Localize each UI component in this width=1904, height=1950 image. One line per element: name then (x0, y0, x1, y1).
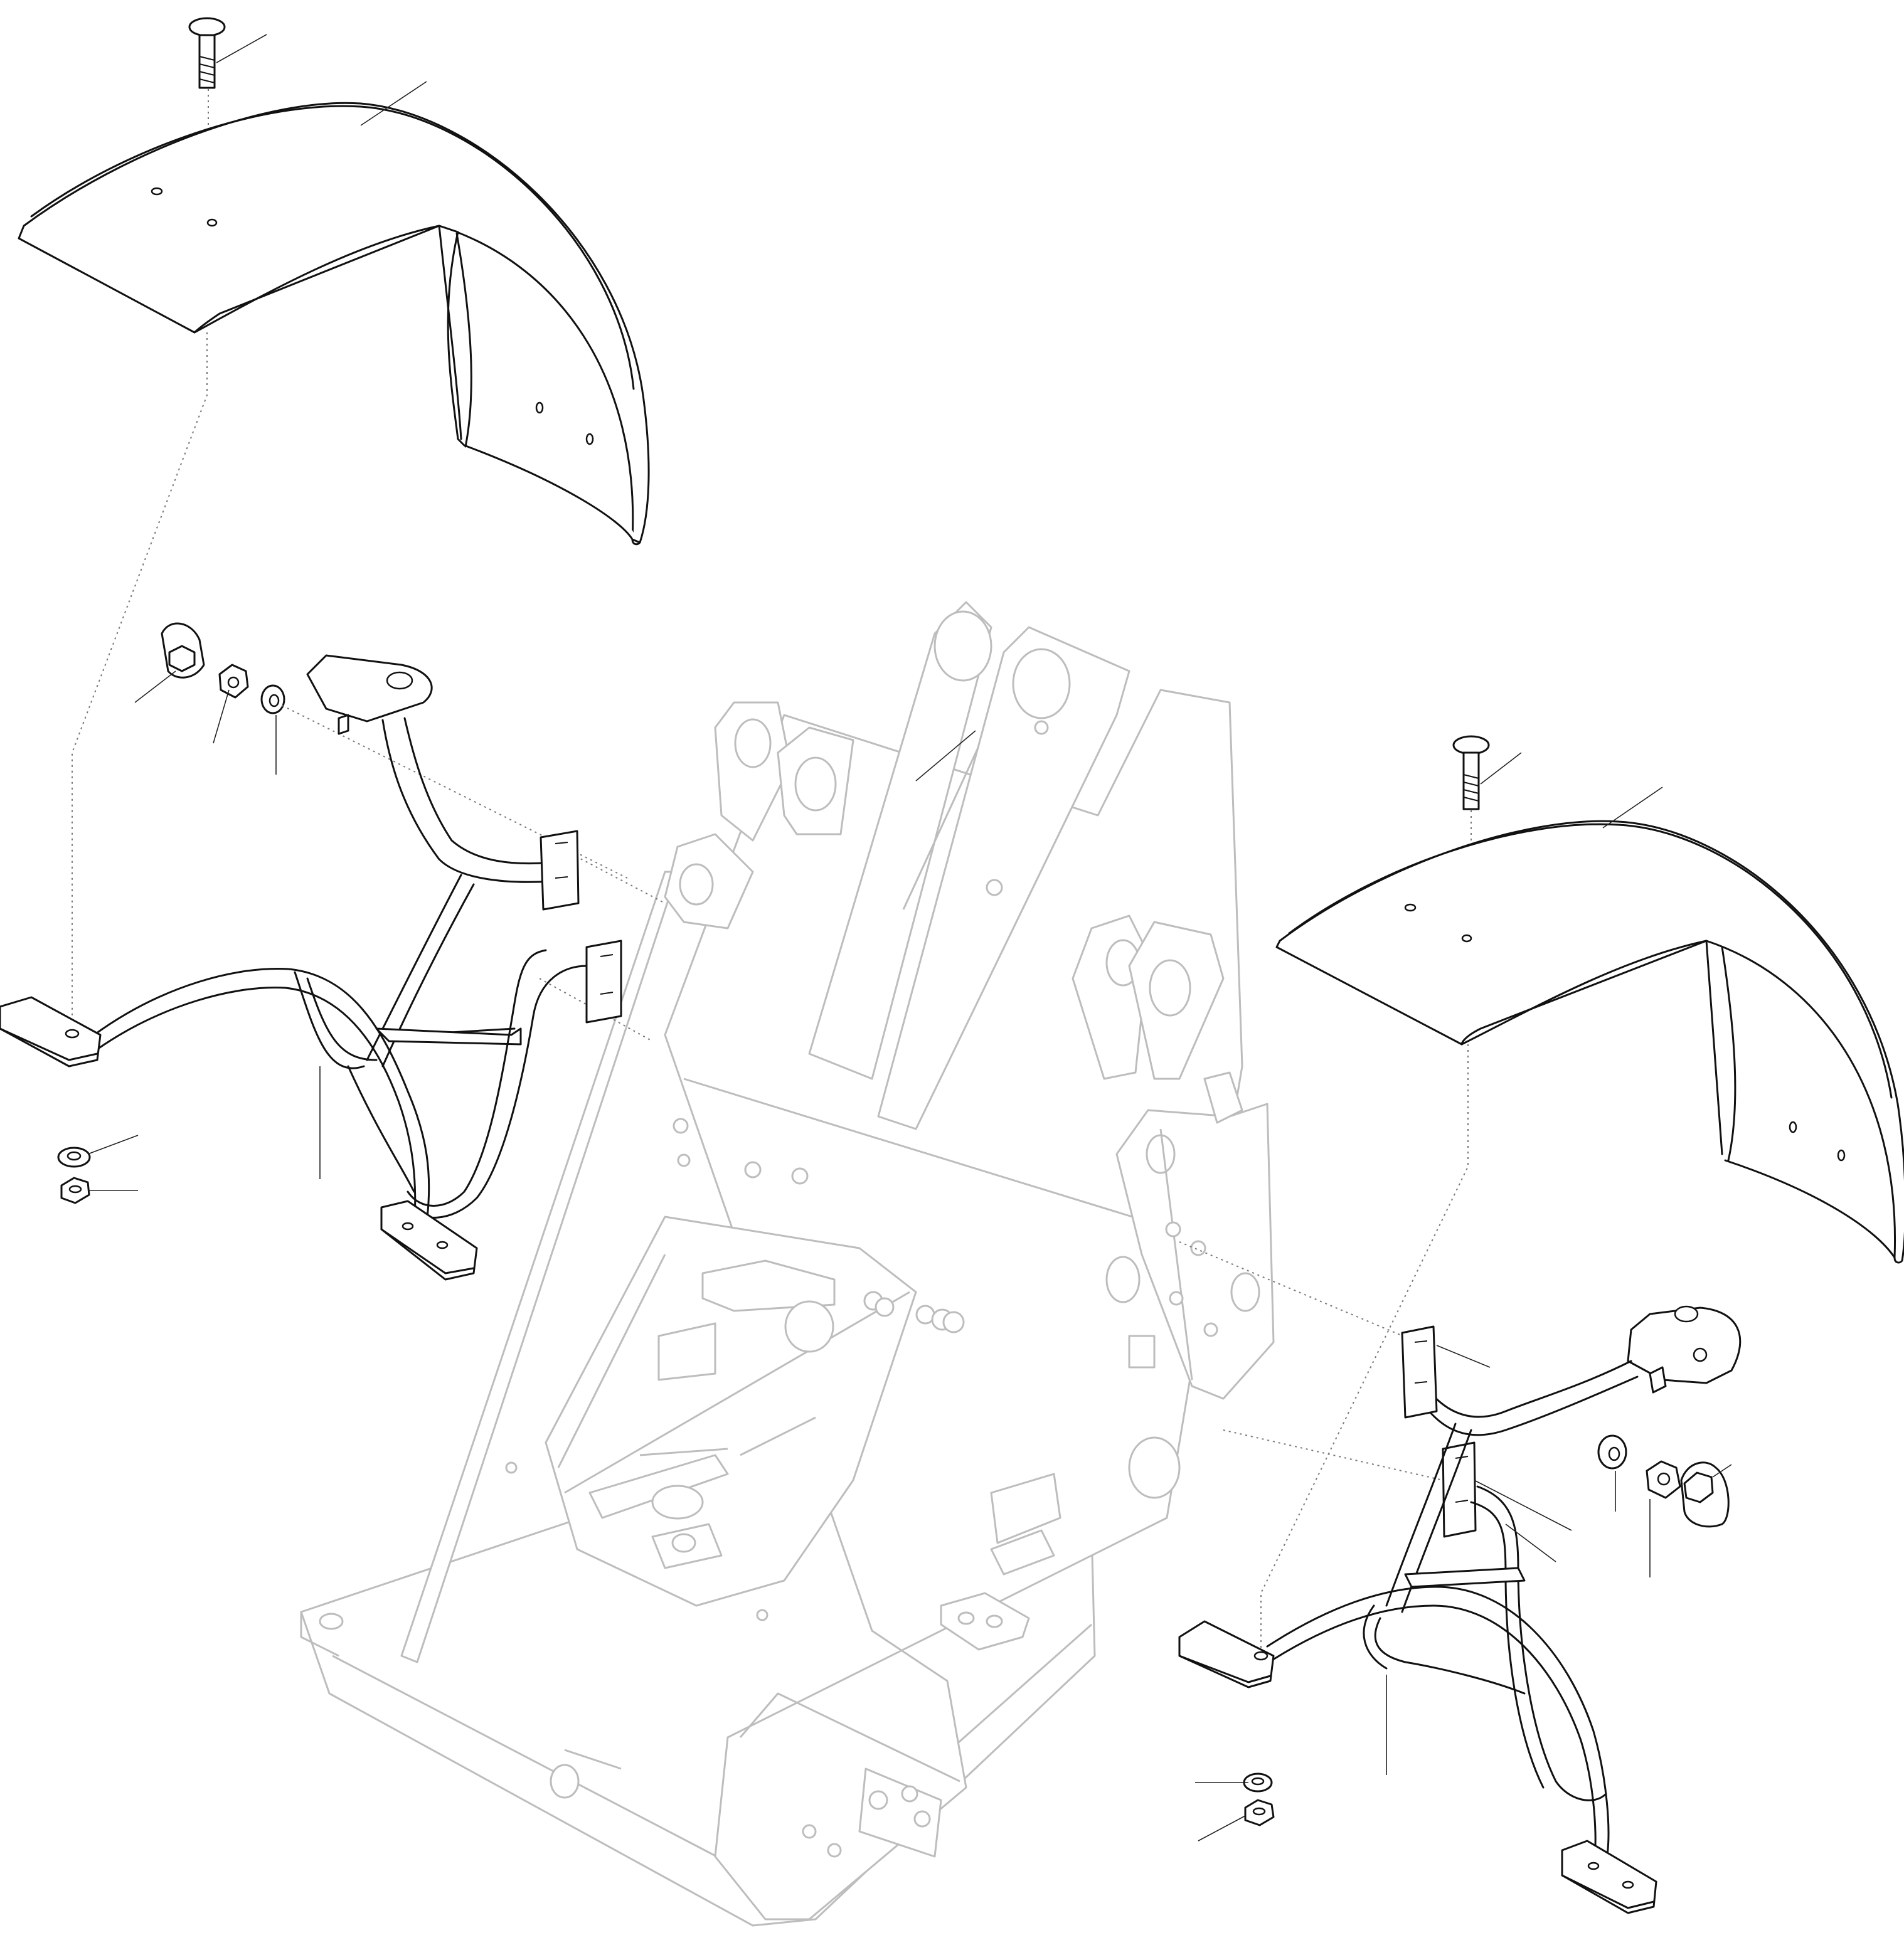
callout-leaders (87, 34, 1732, 1841)
left-cap-nut (161, 622, 205, 679)
leader-right-cap-nut (1712, 1464, 1732, 1478)
leader-left-hex-nut (213, 689, 230, 744)
left-carriage-bolt (188, 17, 226, 89)
left-clamp-plate-lower (585, 940, 622, 1024)
right-carriage-bolt (1452, 735, 1490, 810)
leader-boom (915, 730, 976, 782)
right-strap-end-plate (1178, 1620, 1275, 1688)
leader-left-cap-nut (134, 670, 176, 703)
leader-right-lock-nut (1198, 1815, 1246, 1841)
leader-left-bolt (216, 34, 267, 63)
right-washer (1597, 1434, 1627, 1470)
left-lower-foot-plate (380, 1200, 478, 1281)
left-fender-assembly (0, 17, 666, 1281)
right-cap-nut (1680, 1461, 1730, 1528)
left-strap-end-plate (0, 996, 102, 1068)
leader-right-fender (1602, 787, 1663, 829)
left-hex-nut (218, 664, 249, 699)
right-hex-nut (1646, 1460, 1681, 1499)
left-lock-nut (60, 1177, 90, 1204)
leader-right-clamp-upper (1436, 1345, 1491, 1368)
leader-left-fender (360, 81, 427, 126)
right-support-bracket (1423, 1305, 1742, 1436)
left-support-bracket (306, 654, 553, 883)
right-clamp-plate-lower (1442, 1441, 1477, 1538)
left-washer (260, 684, 285, 714)
left-curved-strap (90, 968, 430, 1231)
leader-left-flange-nut (87, 1135, 139, 1155)
leader-right-bolt (1480, 752, 1522, 785)
right-clamp-plate-upper (1401, 1325, 1438, 1419)
right-fender (1275, 820, 1904, 1264)
main-frame (300, 601, 1275, 1927)
leader-right-strut (1505, 1523, 1556, 1562)
right-lower-foot-plate (1561, 1840, 1657, 1914)
leader-right-clamp-lower (1474, 1480, 1572, 1531)
left-fender (18, 102, 650, 546)
right-curved-strap (1263, 1586, 1610, 1870)
right-lock-nut (1244, 1799, 1275, 1826)
right-fender-assembly (1178, 735, 1904, 1914)
left-flange-nut (57, 1147, 91, 1168)
left-clamp-plate-upper (540, 830, 580, 911)
